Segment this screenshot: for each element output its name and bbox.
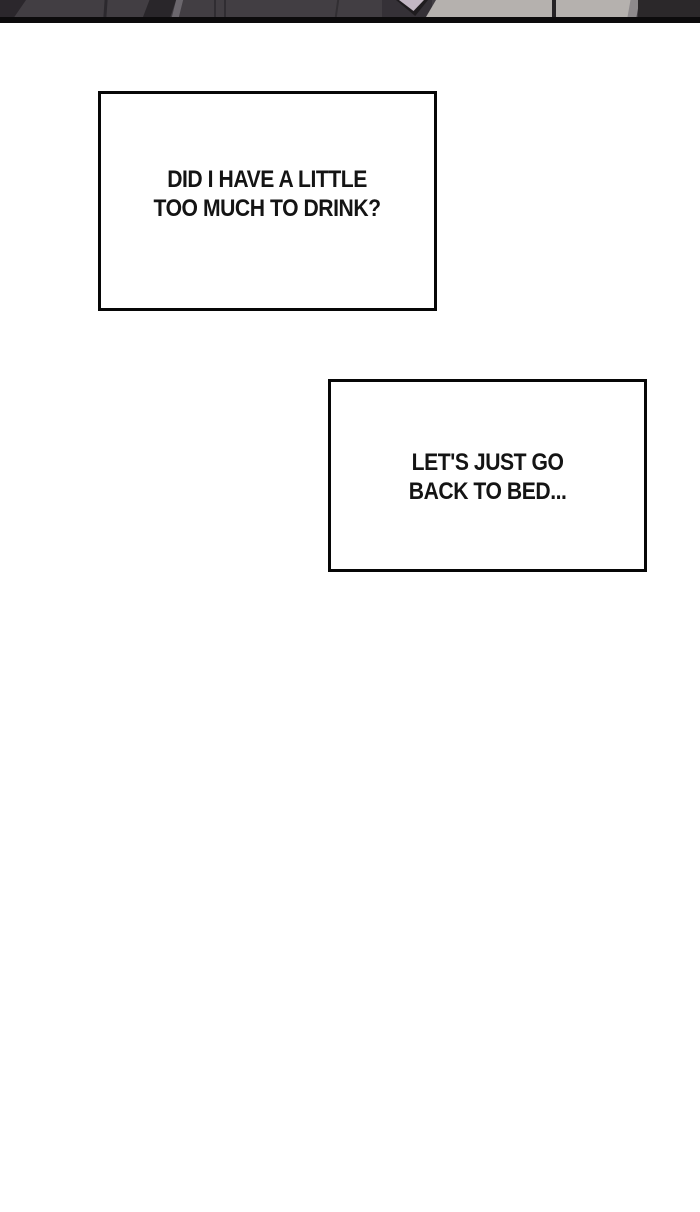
caption-text-2: LET'S JUST GO BACK TO BED... xyxy=(409,448,567,506)
seam-line xyxy=(224,0,226,17)
wall-divider-line xyxy=(552,0,556,17)
dark-corner xyxy=(638,0,700,17)
caption-box-1: DID I HAVE A LITTLE TOO MUCH TO DRINK? xyxy=(98,91,437,311)
panel-border xyxy=(0,17,700,23)
panel-artwork xyxy=(0,0,700,17)
caption-line: TOO MUCH TO DRINK? xyxy=(153,195,382,222)
character-chin xyxy=(399,0,424,11)
dark-tie-shape xyxy=(143,0,177,17)
caption-line: DID I HAVE A LITTLE xyxy=(167,166,368,193)
wall-panel xyxy=(426,0,638,17)
fold-line xyxy=(334,0,340,17)
seam-line xyxy=(214,0,216,17)
caption-box-2: LET'S JUST GO BACK TO BED... xyxy=(328,379,647,572)
dark-wedge-shape xyxy=(0,0,26,17)
caption-text-1: DID I HAVE A LITTLE TOO MUCH TO DRINK? xyxy=(153,165,382,223)
caption-line: LET'S JUST GO xyxy=(411,448,564,476)
door-edge-line xyxy=(103,0,108,17)
caption-line: BACK TO BED... xyxy=(408,477,567,505)
panel-strip xyxy=(0,0,700,23)
